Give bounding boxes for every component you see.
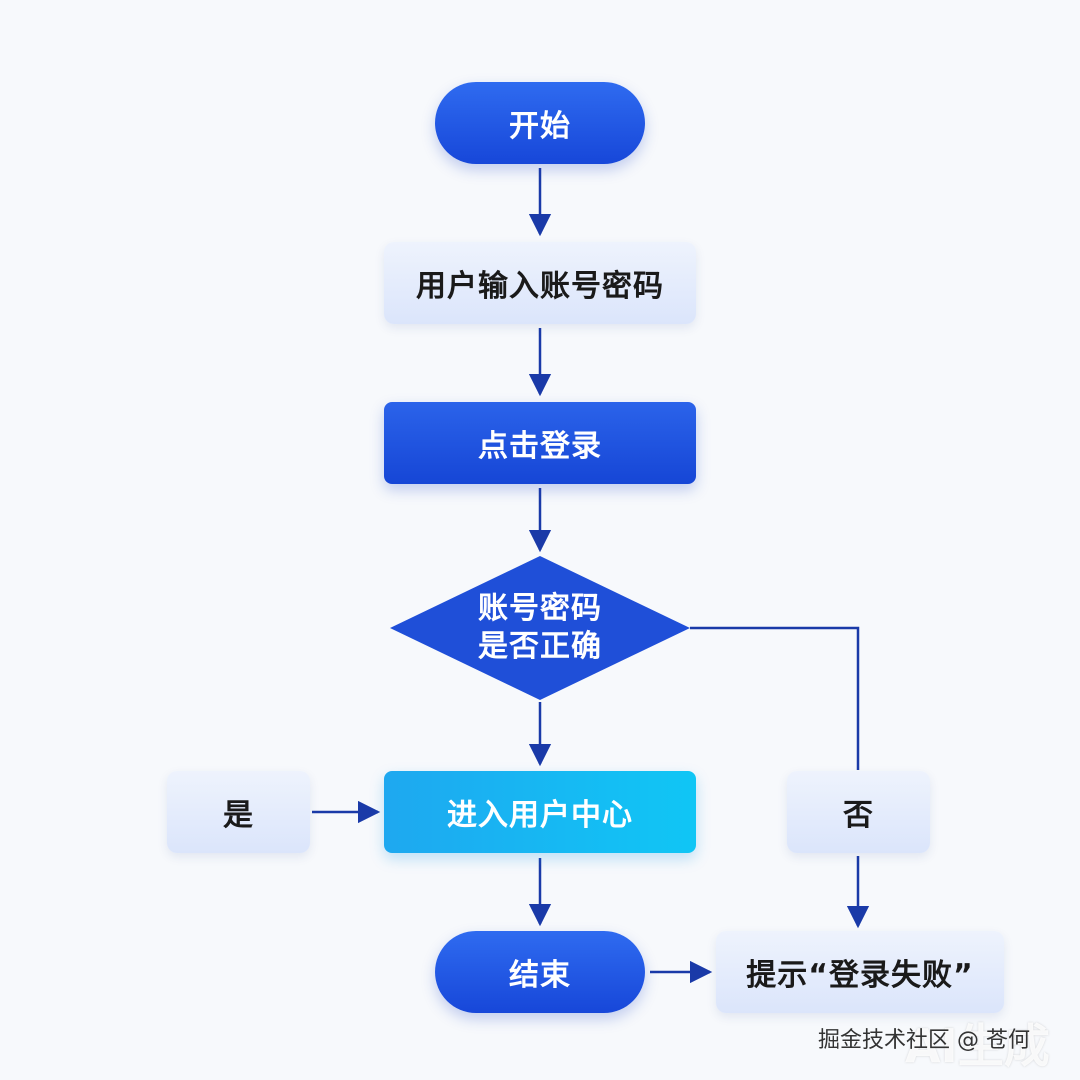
decision-label-line2: 是否正确 xyxy=(478,629,602,664)
end-node-label: 结束 xyxy=(509,958,571,993)
yes-node: 是 xyxy=(167,771,310,853)
decision-label-line1: 账号密码 xyxy=(478,591,602,626)
end-node: 结束 xyxy=(435,931,645,1013)
click-login-node-label: 点击登录 xyxy=(478,429,602,464)
no-node-label: 否 xyxy=(843,798,874,833)
fail-prompt-node-label: 提示“登录失败” xyxy=(746,958,974,993)
line-decision-to-no xyxy=(690,626,860,770)
user-center-node: 进入用户中心 xyxy=(384,771,696,853)
start-node-label: 开始 xyxy=(509,109,571,144)
input-node: 用户输入账号密码 xyxy=(384,242,696,324)
decision-label: 账号密码 是否正确 xyxy=(390,588,690,668)
ai-generated-overlay: AI生成 xyxy=(905,1019,1050,1073)
click-login-node: 点击登录 xyxy=(384,402,696,484)
fail-prompt-node: 提示“登录失败” xyxy=(716,931,1004,1013)
watermark-text: 掘金技术社区 @ 苍何 xyxy=(818,1028,1030,1053)
yes-node-label: 是 xyxy=(223,798,254,833)
no-node: 否 xyxy=(787,771,930,853)
start-node: 开始 xyxy=(435,82,645,164)
user-center-node-label: 进入用户中心 xyxy=(447,798,633,833)
decision-diamond xyxy=(390,556,690,700)
input-node-label: 用户输入账号密码 xyxy=(416,269,664,304)
